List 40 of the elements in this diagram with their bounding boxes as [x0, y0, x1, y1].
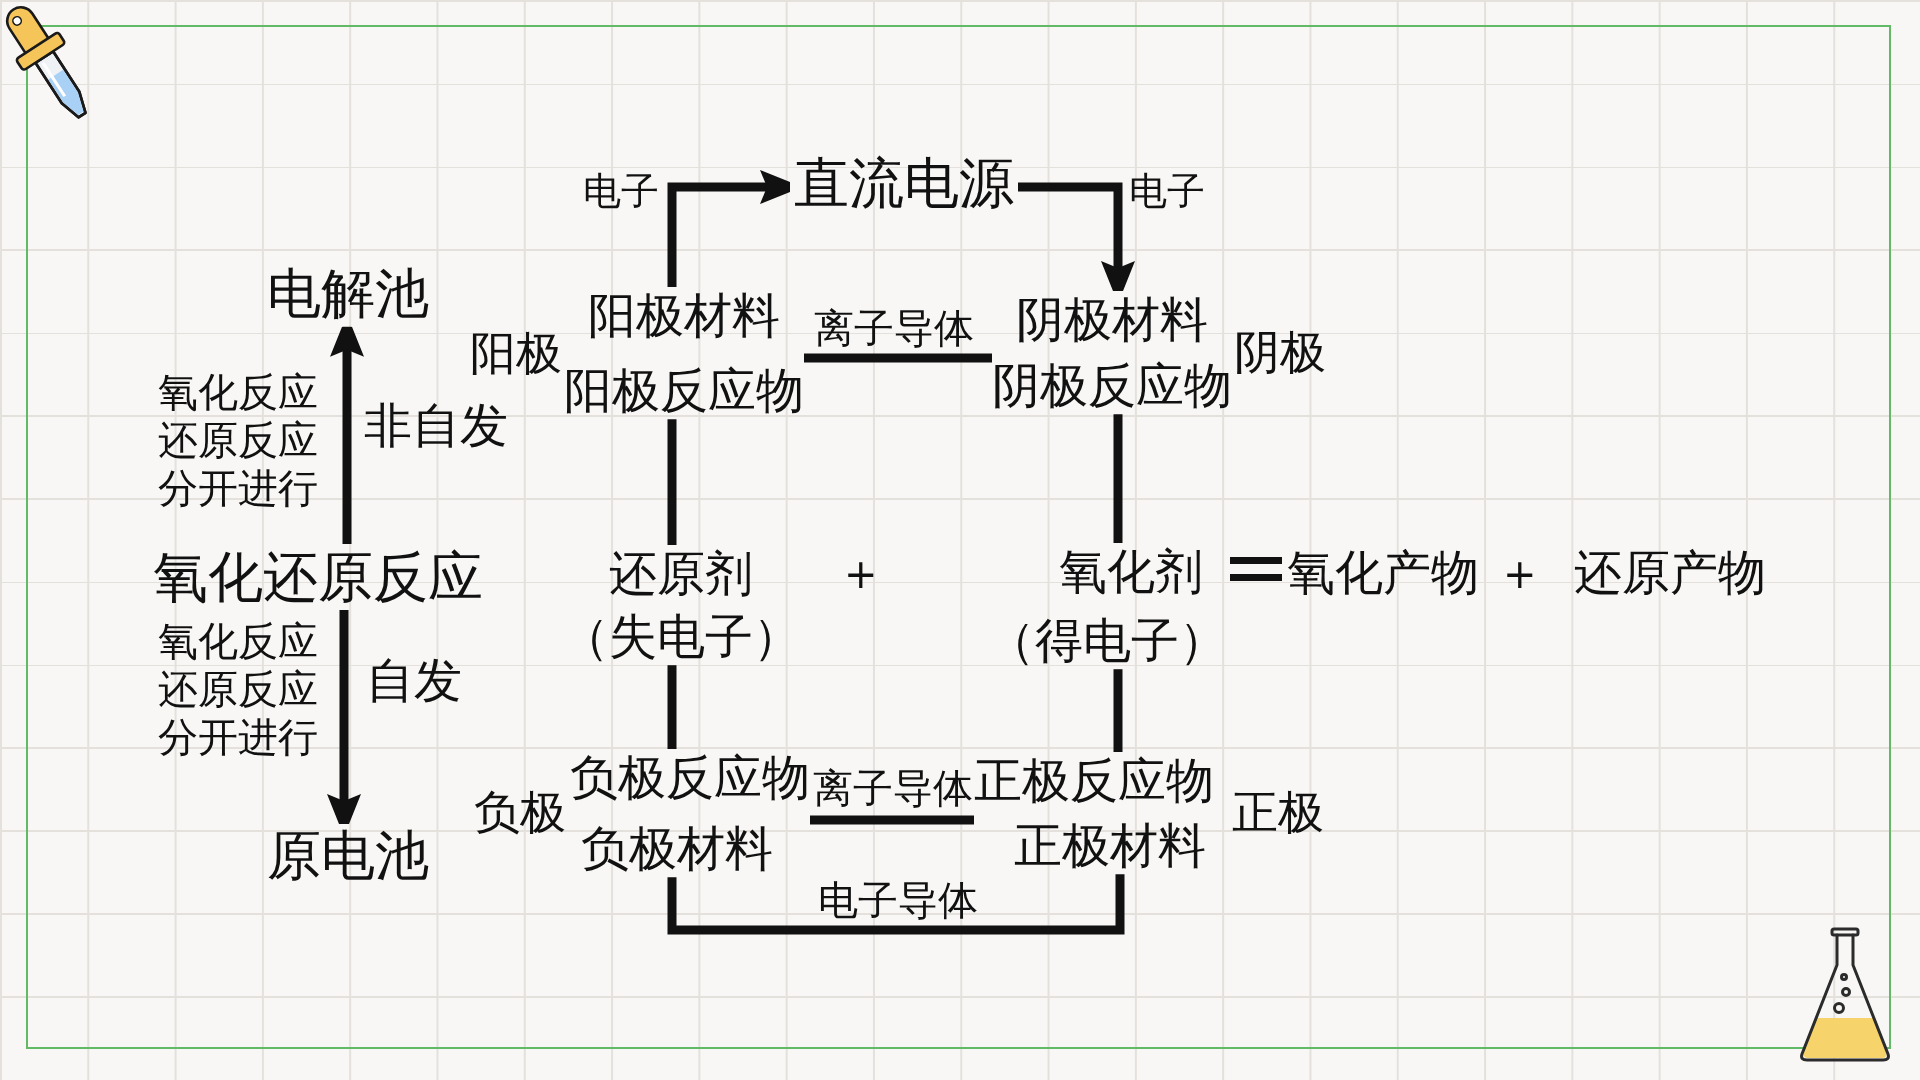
plus-sign: +	[1503, 550, 1537, 598]
connector-line	[667, 419, 677, 545]
note-text: 氧化反应还原反应分开进行	[158, 368, 319, 512]
node-label: 电解池	[258, 262, 438, 327]
edge-label: 电子导体	[818, 876, 978, 924]
connector-line	[810, 815, 974, 825]
condition-label: 非自发	[364, 397, 508, 455]
node-label: 负极材料	[581, 819, 773, 878]
node-label: 阴极材料	[1016, 291, 1208, 349]
node-label: 氧化剂	[1059, 543, 1203, 601]
connector-line	[1113, 669, 1123, 752]
edge-label: 离子导体	[814, 304, 974, 352]
node-label: 正极反应物	[974, 752, 1214, 810]
node-label: 阳极材料	[588, 287, 780, 345]
node-label: （失电子）	[561, 607, 801, 666]
connector-line	[667, 874, 1125, 935]
node-label: 氧化产物	[1283, 544, 1483, 602]
node-label: 正极材料	[1014, 816, 1206, 875]
connector-line	[804, 353, 992, 363]
node-label: （得电子）	[987, 611, 1227, 670]
node-label: 氧化还原反应	[148, 544, 488, 610]
edge-label: 电子	[1129, 169, 1205, 215]
node-label: 原电池	[258, 824, 438, 889]
node-label: 直流电源	[790, 150, 1018, 216]
note-text: 氧化反应还原反应分开进行	[158, 617, 319, 761]
node-label: 负极反应物	[570, 749, 810, 807]
node-label: 阳极反应物	[564, 361, 804, 420]
electrode-label: 阳极	[470, 326, 562, 382]
electrode-label: 负极	[474, 785, 566, 841]
plus-sign: +	[844, 550, 878, 598]
connector-line	[1113, 414, 1123, 543]
edge-label: 离子导体	[813, 764, 973, 812]
electrode-label: 正极	[1232, 785, 1324, 841]
edge-label: 电子	[583, 169, 659, 215]
node-label: 阴极反应物	[992, 356, 1232, 415]
condition-label: 自发	[366, 652, 462, 710]
node-label: 还原剂	[609, 545, 753, 603]
node-label: 还原产物	[1570, 544, 1770, 602]
connector-line	[667, 665, 677, 749]
electrode-label: 阴极	[1234, 325, 1326, 381]
